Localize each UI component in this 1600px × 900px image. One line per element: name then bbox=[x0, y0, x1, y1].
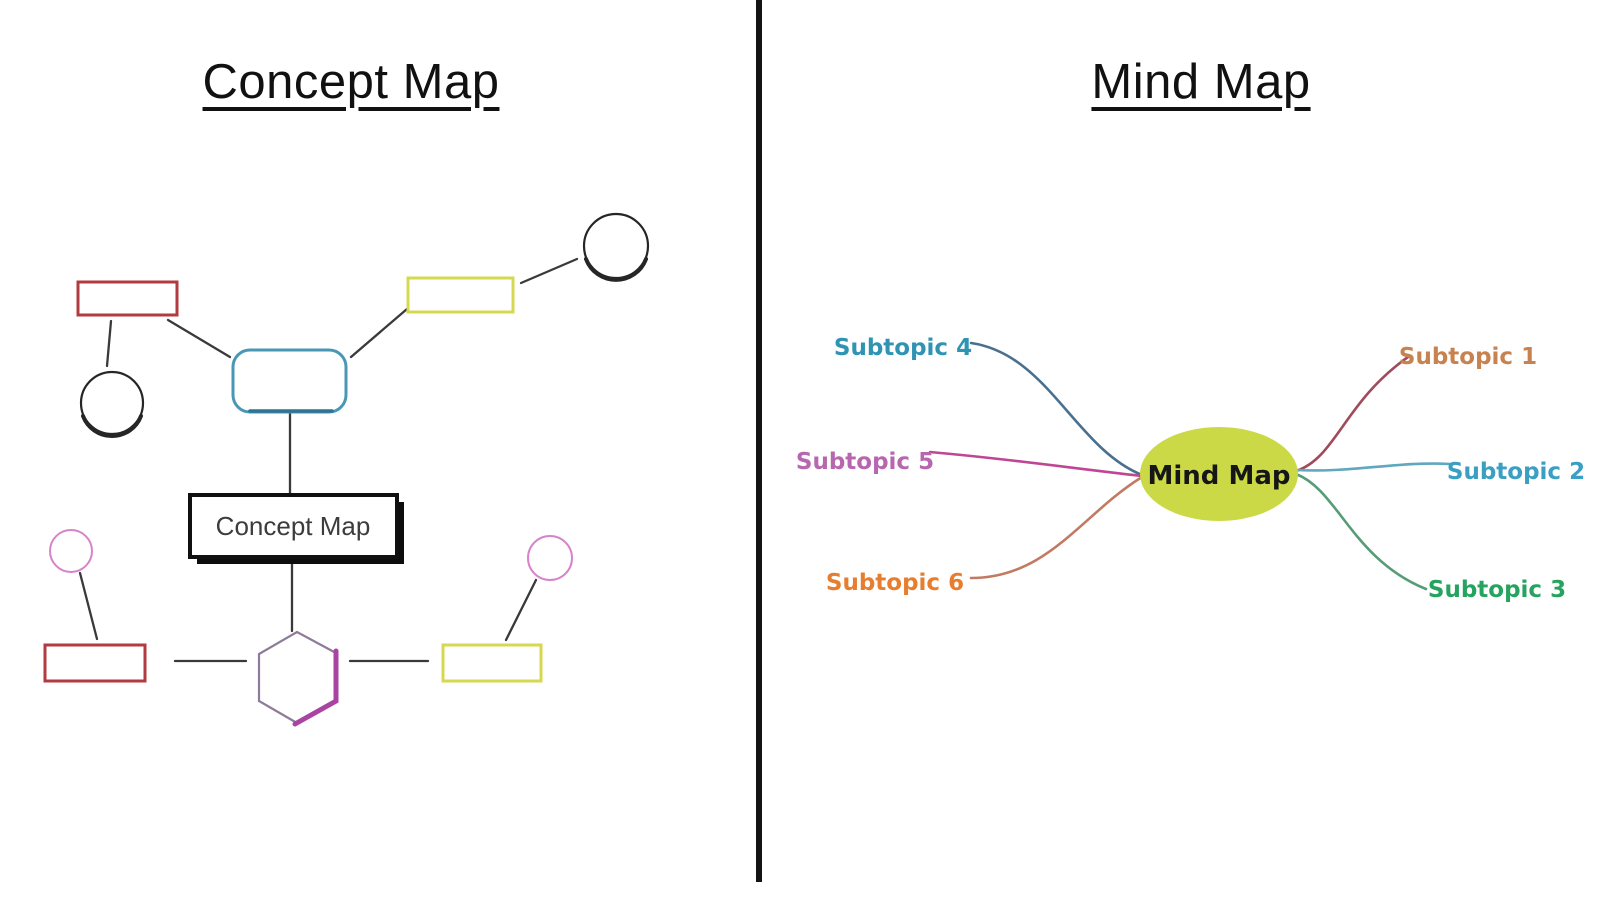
red-rectangle-bottom bbox=[43, 643, 147, 683]
center-box bbox=[188, 493, 399, 559]
hexagon-dark-edges bbox=[292, 648, 339, 727]
yellow-rectangle-top bbox=[406, 276, 515, 314]
center-box-label: Concept Map bbox=[216, 511, 371, 541]
connector-pinkcircle-to-yellowrect bbox=[504, 578, 538, 642]
branch-curve-subtopic-3 bbox=[1294, 472, 1428, 591]
mind-map-central-label: Mind Map bbox=[1148, 461, 1291, 491]
black-circle-top-right-shade bbox=[584, 257, 648, 282]
black-circle-left bbox=[79, 370, 145, 436]
subtopic-6-label: Subtopic 6 bbox=[826, 570, 964, 596]
branch-curve-subtopic-5 bbox=[928, 450, 1144, 478]
concept-map-diagram: Concept Map bbox=[43, 212, 650, 727]
pink-circle-right bbox=[527, 535, 573, 581]
branch-curve-subtopic-1 bbox=[1294, 355, 1410, 473]
red-rectangle-top bbox=[76, 280, 179, 317]
mind-map-central-ellipse bbox=[1140, 427, 1298, 521]
mind-map-title: Mind Map bbox=[1091, 55, 1311, 109]
subtopic-2-label: Subtopic 2 bbox=[1447, 459, 1585, 485]
panel-divider bbox=[756, 0, 762, 882]
connector-yellowrect-to-circle bbox=[519, 257, 579, 285]
pink-circle-left bbox=[49, 529, 93, 573]
connector-redrect-to-bluebox bbox=[166, 318, 232, 359]
mind-map-diagram: Mind Map Subtopic 1 Subtopic 2 Subtopic … bbox=[796, 335, 1585, 603]
concept-map-title: Concept Map bbox=[202, 55, 500, 109]
branch-curve-subtopic-2 bbox=[1295, 462, 1452, 472]
subtopic-3-label: Subtopic 3 bbox=[1428, 577, 1566, 603]
connector-redrect-to-circle bbox=[105, 319, 113, 368]
yellow-rectangle-bottom bbox=[441, 643, 543, 683]
blue-rounded-rectangle bbox=[231, 348, 348, 414]
connector-pinkcircle-to-redrect bbox=[78, 571, 99, 641]
subtopic-4-label: Subtopic 4 bbox=[834, 335, 972, 361]
subtopic-5-label: Subtopic 5 bbox=[796, 449, 934, 475]
hexagon-light-edges bbox=[257, 630, 338, 725]
connector-bluebox-to-yellowrect bbox=[349, 307, 409, 359]
black-circle-left-shade bbox=[81, 414, 143, 438]
subtopic-1-label: Subtopic 1 bbox=[1399, 344, 1537, 370]
branch-curve-subtopic-6 bbox=[969, 475, 1144, 580]
branch-curve-subtopic-4 bbox=[969, 341, 1144, 477]
